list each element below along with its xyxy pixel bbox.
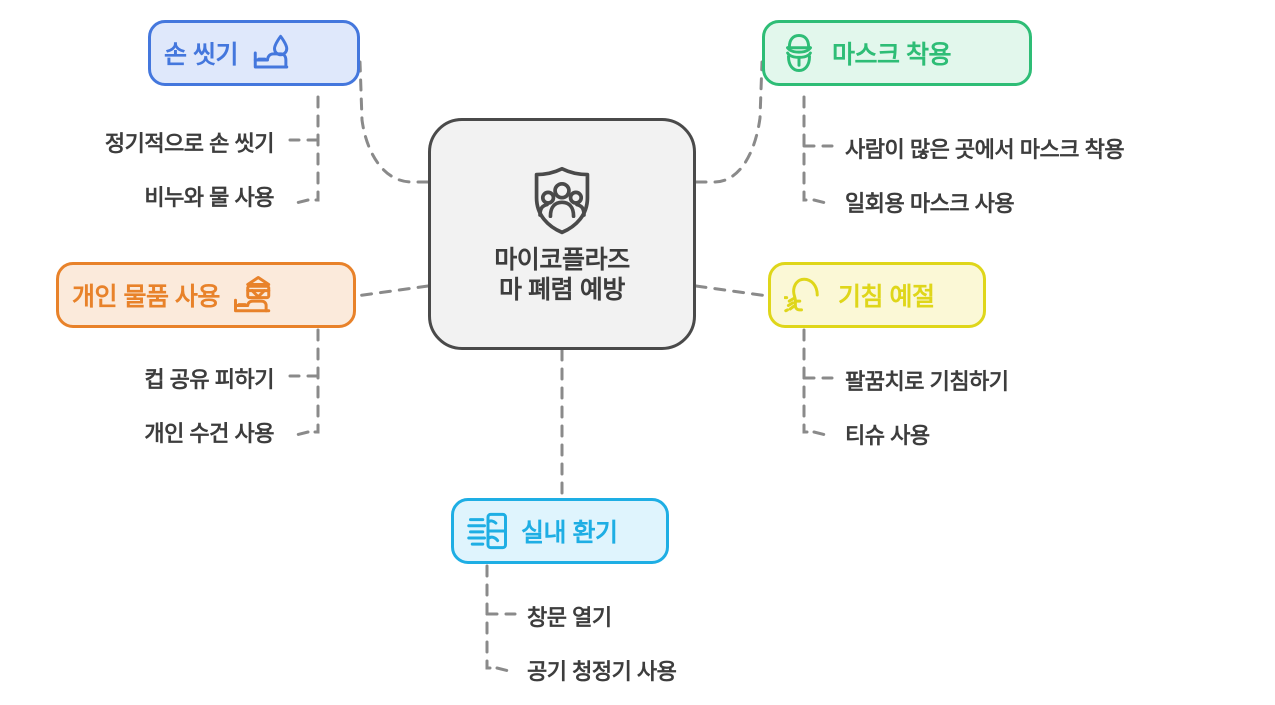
wire-cough-etiquette-sub-1 — [812, 430, 832, 438]
branch-node-indoor-ventilation[interactable]: 실내 환기 — [451, 498, 669, 564]
shield-people-icon — [534, 166, 590, 234]
sub-item-personal-items-1: 개인 수건 사용 — [144, 421, 274, 446]
sub-item-personal-items-0: 컵 공유 피하기 — [144, 367, 274, 392]
wire-hand-washing-subs — [306, 95, 320, 202]
branch-label-hand-washing: 손 씻기 — [164, 41, 238, 69]
wire-personal-items-sub-1 — [290, 430, 310, 438]
sub-item-hand-washing-1: 비누와 물 사용 — [144, 185, 274, 210]
wire-indoor-ventilation-subs — [485, 564, 499, 670]
sub-item-mask-wearing-0: 사람이 많은 곳에서 마스크 착용 — [845, 137, 1125, 162]
sub-item-mask-wearing-1: 일회용 마스크 사용 — [845, 191, 1015, 216]
sub-item-indoor-ventilation-0: 창문 열기 — [527, 605, 612, 630]
wire-personal-items-subs — [306, 328, 320, 434]
sub-item-cough-etiquette-1: 티슈 사용 — [845, 423, 930, 448]
sub-item-indoor-ventilation-1: 공기 청정기 사용 — [527, 659, 677, 684]
sub-item-hand-washing-0: 정기적으로 손 씻기 — [104, 131, 275, 156]
branch-label-personal-items: 개인 물품 사용 — [72, 283, 220, 311]
wire-hand-washing — [358, 60, 430, 184]
wire-personal-items — [354, 284, 430, 298]
wire-hand-washing-sub-1 — [290, 198, 310, 206]
personal-towel-icon — [233, 276, 271, 313]
window-airflow-icon — [467, 512, 507, 550]
central-node[interactable]: 마이코플라즈 마 폐렴 예방 — [428, 118, 696, 350]
sub-item-cough-etiquette-0: 팔꿈치로 기침하기 — [845, 369, 1009, 394]
branch-node-hand-washing[interactable]: 손 씻기 — [148, 20, 360, 86]
wire-mask-wearing — [694, 60, 764, 184]
wire-indoor-ventilation-sub-1 — [495, 666, 515, 674]
branch-label-mask-wearing: 마스크 착용 — [832, 41, 951, 69]
wire-mask-wearing-subs — [802, 95, 816, 202]
central-node-label: 마이코플라즈 마 폐렴 예방 — [494, 245, 630, 305]
branch-label-cough-etiquette: 기침 예절 — [838, 283, 935, 311]
branch-node-cough-etiquette[interactable]: 기침 예절 — [768, 262, 986, 328]
coughing-head-icon — [784, 277, 819, 313]
branch-node-personal-items[interactable]: 개인 물품 사용 — [56, 262, 356, 328]
branch-label-indoor-ventilation: 실내 환기 — [521, 519, 618, 547]
masked-face-icon — [786, 34, 812, 72]
wire-mask-wearing-sub-1 — [812, 198, 832, 206]
branch-node-mask-wearing[interactable]: 마스크 착용 — [762, 20, 1032, 86]
wire-cough-etiquette-subs — [802, 328, 816, 434]
hand-wash-icon — [253, 34, 289, 69]
wire-cough-etiquette — [694, 284, 770, 298]
